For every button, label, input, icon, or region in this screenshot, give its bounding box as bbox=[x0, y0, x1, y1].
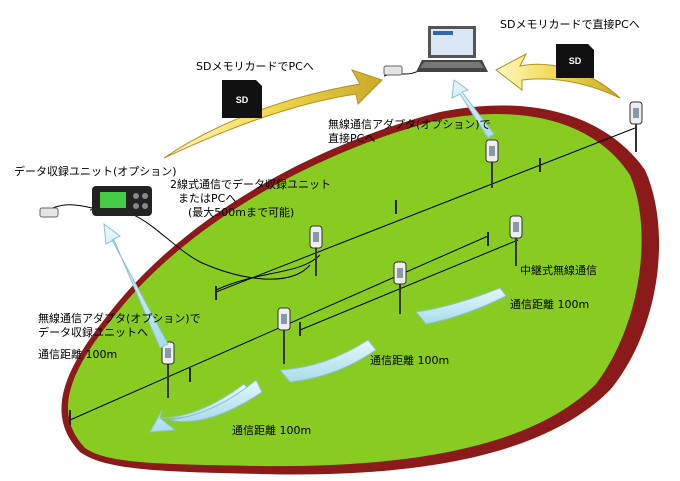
wire-row-back bbox=[215, 127, 636, 293]
pc-adapter-icon bbox=[383, 65, 403, 76]
field bbox=[67, 114, 642, 467]
wireless-arrow-to-pc bbox=[451, 79, 495, 139]
sensors bbox=[161, 101, 643, 398]
sd-card-left-text: SD bbox=[236, 95, 249, 105]
label-two-wire-3: (最大500mまで可能) bbox=[188, 206, 295, 219]
label-two-wire-2: またはPCへ bbox=[178, 192, 237, 205]
label-wireless-adapter-unit-1: 無線通信アダプタ(オプション)で bbox=[38, 312, 201, 325]
label-wireless-adapter-unit-2: データ収録ユニットへ bbox=[38, 326, 148, 339]
logger-adapter-icon bbox=[39, 207, 59, 218]
sensor-2 bbox=[277, 307, 291, 364]
yellow-arrow-left bbox=[163, 69, 383, 159]
label-relay-wireless: 中継式無線通信 bbox=[520, 264, 597, 277]
wire-to-sensor bbox=[215, 254, 321, 291]
sensor-7 bbox=[629, 101, 643, 152]
sensor-4 bbox=[393, 261, 407, 314]
data-logger-icon bbox=[92, 186, 152, 216]
label-data-logger-unit: データ収録ユニット(オプション) bbox=[14, 165, 177, 178]
label-two-wire-1: 2線式通信でデータ収録ユニット bbox=[170, 178, 331, 191]
sensor-1 bbox=[161, 341, 175, 398]
label-distance-bottom: 通信距離 100m bbox=[232, 424, 312, 437]
laptop-icon bbox=[416, 26, 488, 72]
sensor-6 bbox=[485, 139, 499, 188]
label-sd-to-pc-direct: SDメモリカードで直接PCへ bbox=[500, 18, 640, 31]
stakes bbox=[69, 158, 541, 425]
wireless-arrows bbox=[103, 79, 495, 349]
relay-arrow-bottom-body bbox=[169, 379, 263, 423]
relay-arrow-upper bbox=[415, 287, 507, 325]
label-wireless-adapter-pc-1: 無線通信アダプタ(オプション)で bbox=[328, 118, 491, 131]
sensor-3 bbox=[309, 225, 323, 276]
label-sd-to-pc-left: SDメモリカードでPCへ bbox=[196, 60, 314, 73]
label-distance-left: 通信距離 100m bbox=[38, 348, 118, 361]
label-distance-middle: 通信距離 100m bbox=[370, 354, 450, 367]
wire-row-middle bbox=[299, 239, 519, 331]
sensor-5 bbox=[509, 215, 523, 266]
sd-card-left: SD bbox=[222, 80, 262, 118]
label-wireless-adapter-pc-2: 直接PCへ bbox=[328, 132, 376, 145]
sd-card-right-text: SD bbox=[569, 56, 582, 66]
wireless-arrow-to-logger bbox=[103, 222, 169, 349]
relay-arrow-middle bbox=[278, 339, 377, 383]
sd-card-right: SD bbox=[556, 44, 594, 78]
label-distance-right: 通信距離 100m bbox=[510, 298, 590, 311]
relay-arrows bbox=[149, 287, 507, 433]
